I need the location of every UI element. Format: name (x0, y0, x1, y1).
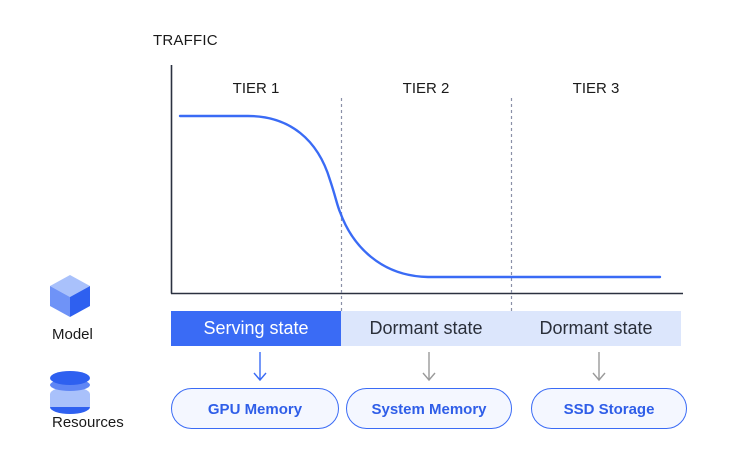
tier-1-label: TIER 1 (232, 80, 280, 97)
arrow-down-icon (253, 352, 267, 382)
model-label: Model (52, 326, 93, 343)
arrow-down-icon (592, 352, 606, 382)
resources-label: Resources (52, 414, 124, 431)
gpu-memory-pill: GPU Memory (171, 388, 339, 429)
traffic-curve (178, 114, 662, 279)
cube-icon (50, 275, 90, 317)
arrow-down-icon (422, 352, 436, 382)
system-memory-pill: System Memory (346, 388, 512, 429)
ssd-storage-pill: SSD Storage (531, 388, 687, 429)
tier-3-label: TIER 3 (572, 80, 620, 97)
dormant-state-bar-tier3: Dormant state (511, 311, 681, 346)
y-axis-title: TRAFFIC (153, 32, 218, 49)
serving-state-bar: Serving state (171, 311, 341, 346)
dormant-state-bar-tier2: Dormant state (341, 311, 511, 346)
tier-2-label: TIER 2 (402, 80, 450, 97)
database-icon (50, 371, 90, 414)
